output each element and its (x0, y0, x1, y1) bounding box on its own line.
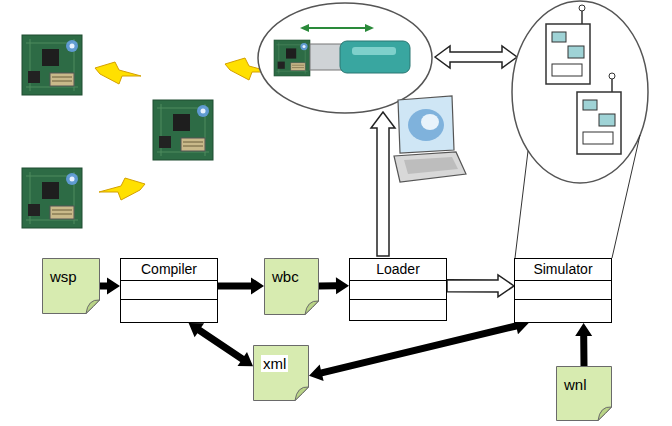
box-header: Compiler (121, 259, 217, 281)
flow-arrow (218, 277, 264, 294)
file-fold (305, 301, 319, 315)
zoom-line (612, 135, 640, 258)
file-outline (556, 366, 612, 421)
file-icon: xml (253, 345, 309, 401)
file-icon: wsp (42, 258, 100, 314)
box-title: Simulator (533, 261, 592, 277)
box-title: Compiler (141, 261, 197, 277)
process-box: Compiler (120, 258, 218, 323)
zoom-line (515, 151, 528, 258)
file-name: wnl (564, 376, 587, 393)
file-name: xml (261, 355, 288, 372)
file-icon: wnl (556, 366, 612, 421)
file-fold (598, 407, 612, 421)
board-photo (274, 40, 310, 76)
file-body (254, 346, 309, 401)
box-section (515, 281, 611, 300)
usb-plug (310, 44, 342, 70)
radio-bolt (99, 178, 145, 200)
process-box: Simulator (514, 258, 612, 323)
file-body (265, 259, 319, 315)
usb-shine (352, 47, 396, 55)
file-name: wsp (50, 268, 77, 285)
file-text-area: wsp (50, 268, 77, 286)
file-fold (295, 387, 309, 401)
box-section (121, 281, 217, 300)
file-outline (264, 258, 319, 315)
box-title: Loader (376, 261, 420, 277)
slide-arrow (300, 24, 374, 32)
sensor-board (153, 100, 213, 160)
flow-arrow (309, 318, 529, 381)
laptop (394, 96, 466, 182)
process-box: Loader (349, 258, 447, 321)
box-header: Simulator (515, 259, 611, 281)
box-header: Loader (350, 259, 446, 281)
file-body (557, 367, 612, 421)
file-text-area: wbc (272, 268, 299, 286)
virtual-node (546, 5, 590, 84)
hollow-arrow (447, 275, 514, 297)
box-section (350, 281, 446, 300)
radio-bolt (95, 62, 141, 84)
zoom-ellipse (512, 1, 648, 183)
sensor-board (22, 35, 82, 95)
flow-arrow (319, 277, 349, 294)
usb-stick (340, 41, 410, 73)
file-text-area: wnl (564, 376, 587, 394)
file-icon: wbc (264, 258, 319, 315)
flow-arrow (575, 323, 592, 366)
link-arrow (435, 46, 517, 68)
file-outline (42, 258, 100, 314)
zoom-ellipse (258, 3, 432, 113)
flow-arrow (189, 323, 253, 366)
virtual-node (577, 73, 621, 154)
file-outline (253, 345, 309, 401)
file-body (43, 259, 100, 314)
sensor-board (22, 168, 82, 228)
file-text-area: xml (261, 355, 288, 373)
load-arrow (371, 112, 395, 256)
file-name: wbc (272, 268, 299, 285)
file-fold (86, 300, 100, 314)
flow-arrow (100, 278, 120, 295)
